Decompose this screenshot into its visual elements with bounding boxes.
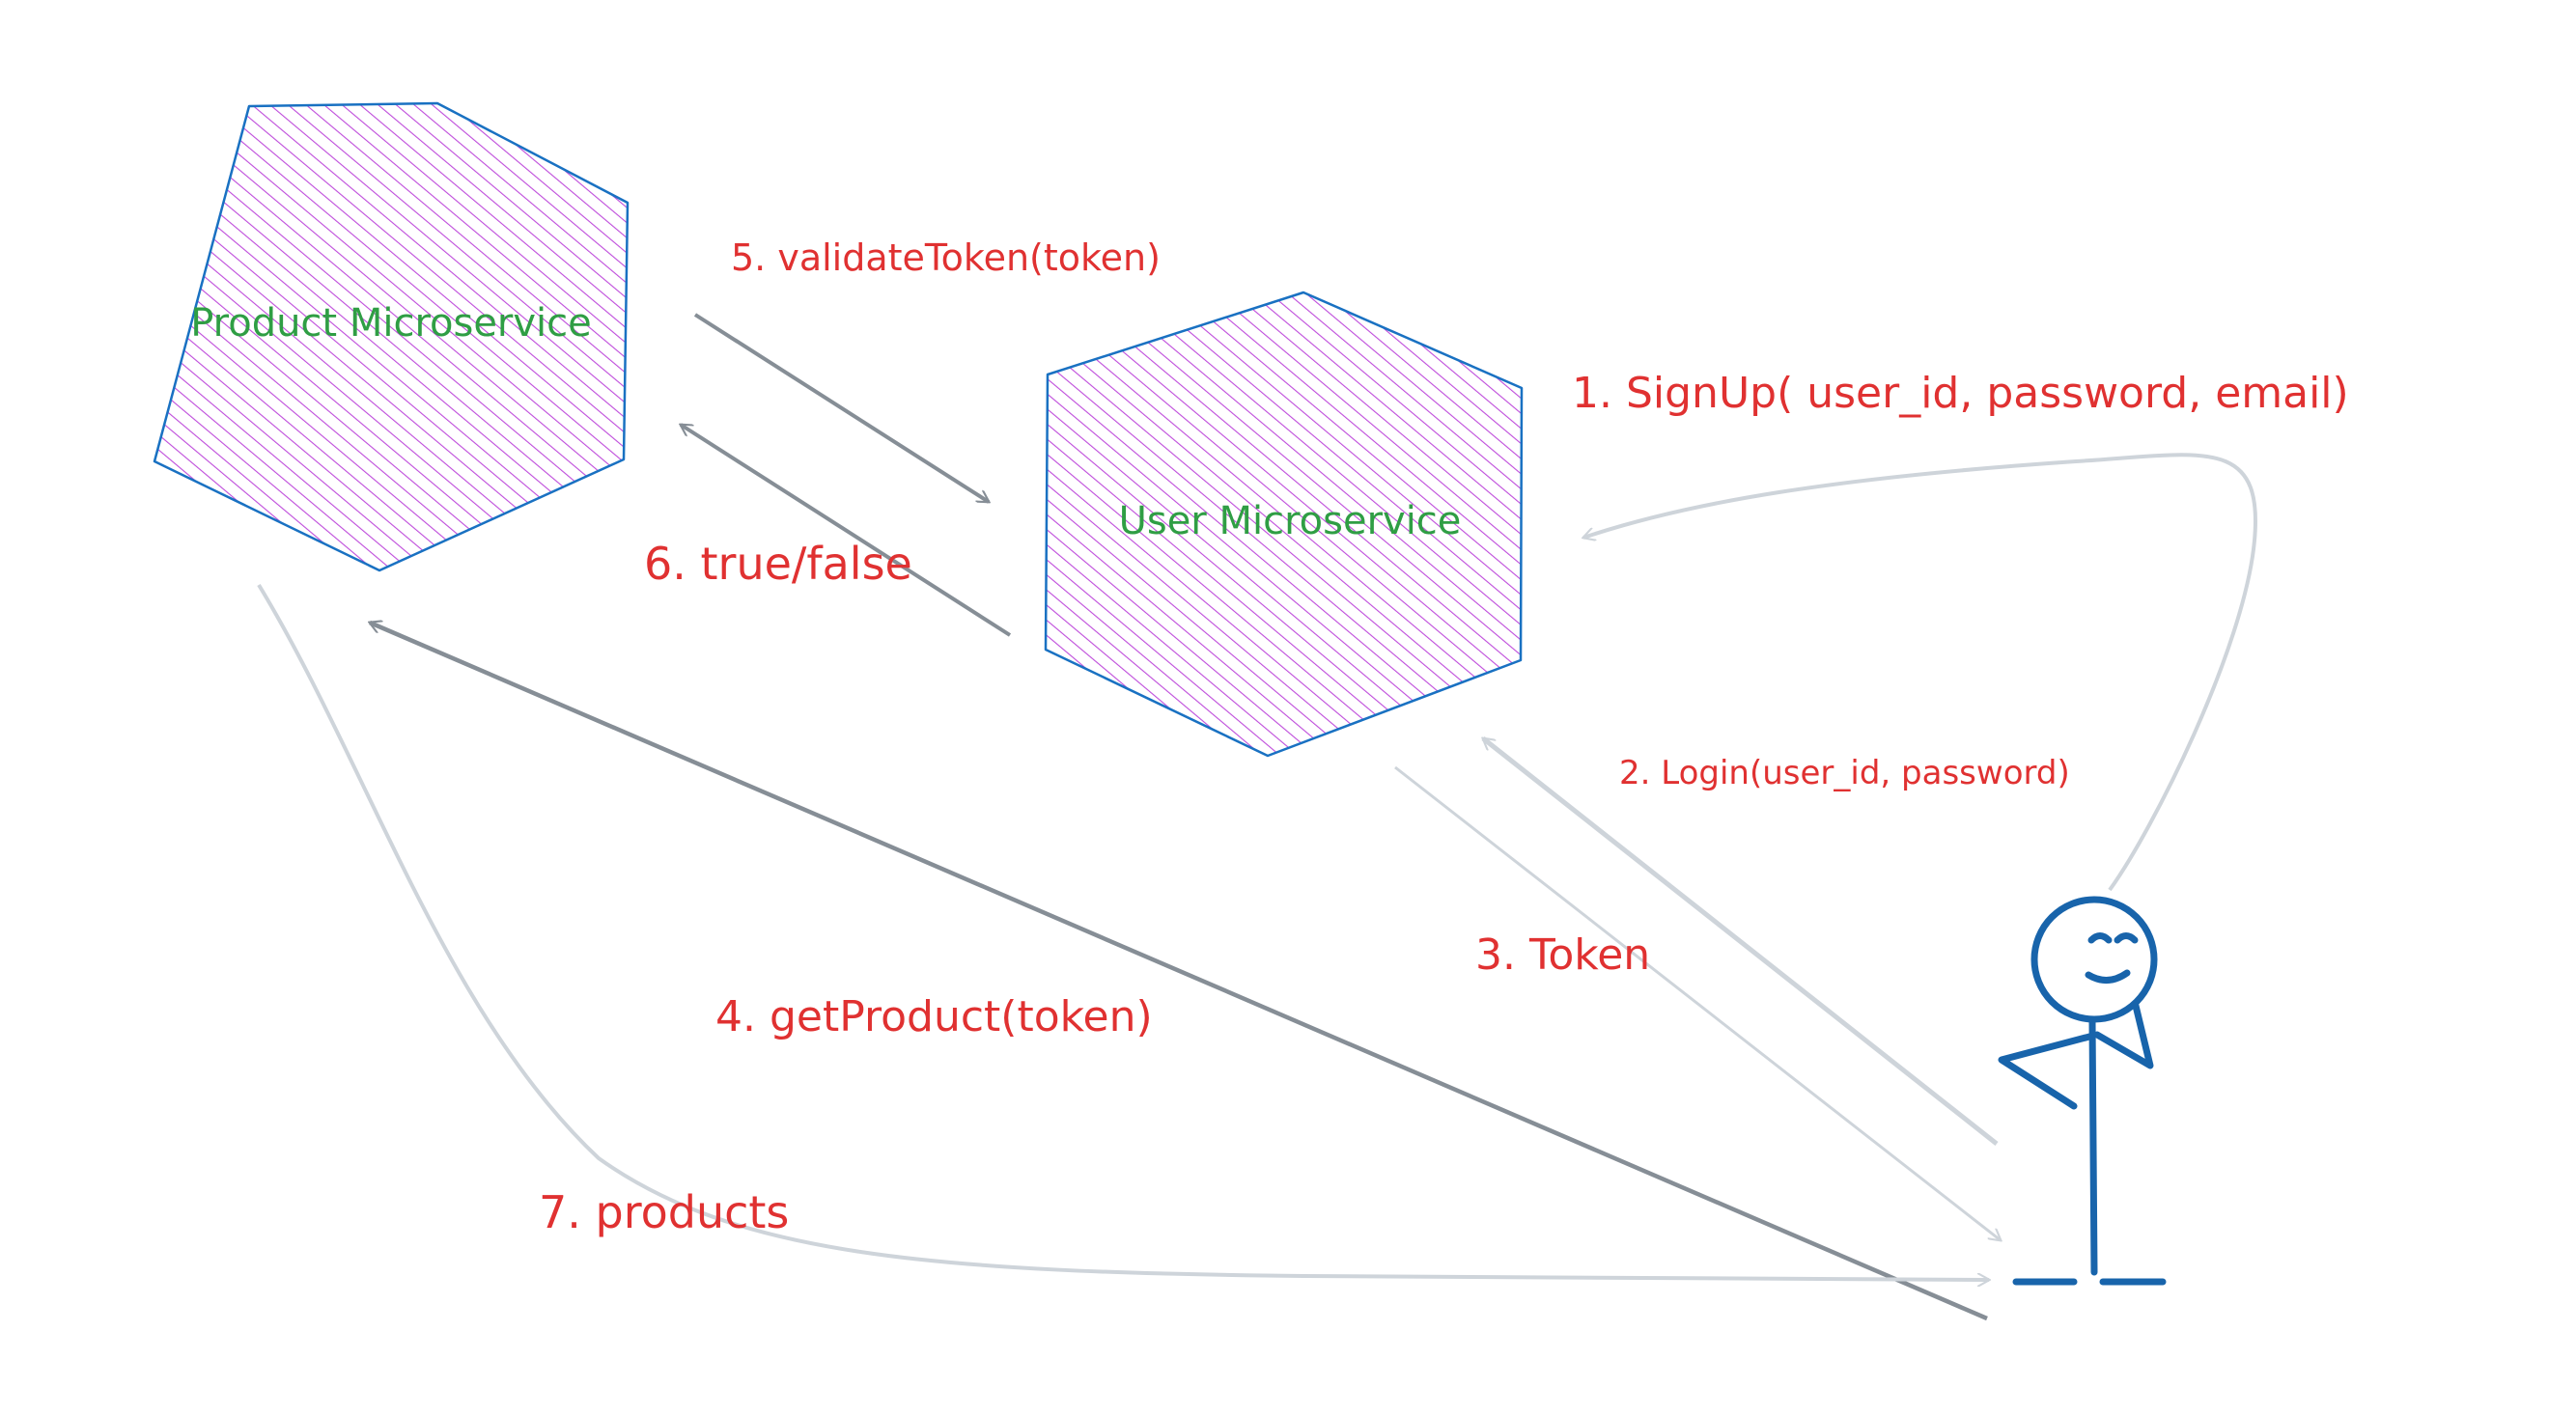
validate-token-arrow xyxy=(693,313,989,504)
signup-label: 1. SignUp( user_id, password, email) xyxy=(1572,369,2349,418)
actor-eye-left xyxy=(2087,932,2113,944)
actor-eye-right xyxy=(2114,932,2139,944)
true-false-label: 6. true/false xyxy=(644,538,912,590)
product-microservice-node: Product Microservice xyxy=(153,101,630,572)
signup-arrow xyxy=(1583,453,2257,892)
actor-body xyxy=(2088,1017,2098,1276)
get-product-label: 4. getProduct(token) xyxy=(715,992,1153,1041)
product-microservice-label: Product Microservice xyxy=(190,301,592,346)
user-microservice-hexagon xyxy=(1044,291,1524,758)
products-label: 7. products xyxy=(539,1186,789,1238)
login-arrow xyxy=(1483,736,1999,1146)
user-microservice-node: User Microservice xyxy=(1044,291,1524,758)
product-microservice-hexagon xyxy=(153,101,630,572)
stick-figure-thinking-icon xyxy=(1998,896,2167,1286)
get-product-arrow xyxy=(370,623,1988,1321)
actor-arm-left xyxy=(1998,1033,2093,1110)
user-microservice-label: User Microservice xyxy=(1119,499,1462,543)
login-label: 2. Login(user_id, password) xyxy=(1619,754,2070,792)
validate-token-label: 5. validateToken(token) xyxy=(731,236,1161,279)
actor-head xyxy=(2030,896,2158,1023)
token-label: 3. Token xyxy=(1475,930,1650,980)
products-arrow xyxy=(257,583,1989,1280)
actor-arm-right xyxy=(2093,1002,2154,1069)
actor-mouth xyxy=(2085,969,2131,984)
true-false-arrow xyxy=(681,423,1012,637)
token-arrow xyxy=(1394,765,2001,1240)
